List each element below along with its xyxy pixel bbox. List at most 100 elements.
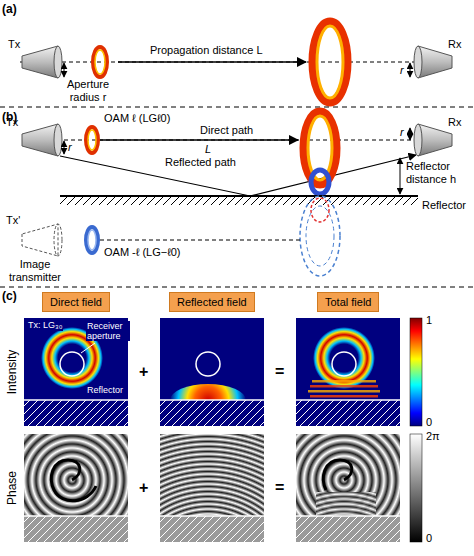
aperture-arrow xyxy=(64,141,65,154)
dimension-label: r xyxy=(68,141,72,154)
small-oam-ring xyxy=(93,47,107,77)
phase-reflected xyxy=(160,434,264,542)
row-label: Intensity xyxy=(6,350,19,395)
rx-horn xyxy=(414,46,452,78)
image-ring xyxy=(306,206,334,266)
small-oam-ring xyxy=(86,127,98,153)
image-tx-horn xyxy=(22,224,62,256)
reflector-surface xyxy=(60,197,418,205)
intensity-direct xyxy=(60,352,84,376)
tx-horn xyxy=(22,124,62,156)
panel-b xyxy=(22,112,452,276)
dimension-label: L xyxy=(205,143,211,156)
intensity-reflected xyxy=(160,399,264,401)
phase-total xyxy=(296,434,400,542)
phase-total xyxy=(296,515,400,517)
large-oam-ring xyxy=(317,26,343,98)
tx-horn xyxy=(22,46,58,78)
phase-total xyxy=(296,516,400,542)
intensity-total xyxy=(310,385,378,388)
phase-total xyxy=(316,492,376,516)
intensity-direct xyxy=(24,400,128,426)
distance-label: Propagation distance L xyxy=(150,44,263,57)
intensity-direct xyxy=(81,343,95,353)
phase-total xyxy=(296,516,400,542)
dimension-label: r xyxy=(400,126,404,139)
tx-horn xyxy=(22,46,62,78)
dimension-label: r xyxy=(400,64,404,77)
box-title: Total field xyxy=(325,296,371,308)
colorbar-tick: 0 xyxy=(426,532,432,545)
large-oam-ring xyxy=(304,112,336,184)
tx-label: Tx' xyxy=(6,214,20,227)
operator-sign: + xyxy=(139,362,148,381)
image-ring xyxy=(300,196,340,276)
intensity-reflected xyxy=(160,400,264,426)
image-ring xyxy=(311,198,329,222)
tx-horn xyxy=(54,46,62,78)
phase-reflected xyxy=(160,516,264,542)
distance-arrow xyxy=(400,158,401,194)
large-oam-ring xyxy=(313,22,347,102)
box-title: Reflected field xyxy=(177,296,247,308)
intensity-total xyxy=(296,400,400,426)
phase-reflected xyxy=(160,516,264,542)
tx-horn xyxy=(22,124,58,156)
panel-divider xyxy=(0,287,474,288)
path-label: Direct path xyxy=(200,124,253,137)
intensity-colorbar xyxy=(410,318,422,426)
intensity-total xyxy=(296,399,400,401)
rx-horn xyxy=(418,124,452,156)
intensity-direct xyxy=(24,399,128,401)
reflector-label: Reflector xyxy=(422,199,466,212)
phase-total xyxy=(296,434,400,542)
colorbar-tick: 1 xyxy=(426,314,432,327)
reflector-surface xyxy=(60,196,418,205)
intensity-total xyxy=(296,318,400,426)
image-axis xyxy=(100,240,300,241)
panel-divider xyxy=(0,107,474,108)
intensity-total xyxy=(296,318,400,426)
phase-direct xyxy=(24,515,128,517)
phase-direct xyxy=(24,516,128,542)
phase-reflected xyxy=(160,515,264,517)
propagation-arrow xyxy=(118,61,306,63)
rx-label: Rx xyxy=(448,116,461,129)
image-tx-label: Image transmitter xyxy=(4,258,66,284)
phase-reflected xyxy=(160,434,264,542)
operator-sign: + xyxy=(139,478,148,497)
dimension-label: Aperture radius r xyxy=(60,78,116,104)
image-oam-ring xyxy=(88,230,96,250)
row-label: Phase xyxy=(6,471,19,505)
phase-direct xyxy=(51,460,96,501)
small-oam-ring xyxy=(93,47,107,77)
rx-horn xyxy=(414,46,422,78)
aperture-arrow xyxy=(410,63,411,77)
small-oam-ring xyxy=(95,50,105,74)
operator-sign: = xyxy=(275,478,284,497)
aperture-arrow xyxy=(410,128,411,140)
rx-label: Rx xyxy=(448,38,461,51)
path-label: Reflected path xyxy=(165,156,236,169)
image-tx-horn xyxy=(22,224,58,256)
image-oam-ring xyxy=(86,227,98,253)
phase-colorbar xyxy=(410,434,422,542)
reflector-label: Reflector xyxy=(86,385,124,396)
distance-label: Reflector distance h xyxy=(406,160,472,186)
rx-horn xyxy=(414,124,422,156)
phase-direct xyxy=(24,516,128,542)
rx-horn xyxy=(418,46,452,78)
small-oam-ring xyxy=(86,127,98,153)
large-oam-ring xyxy=(313,22,347,102)
reflected-oam-ring xyxy=(311,170,329,194)
large-oam-ring xyxy=(304,112,336,184)
box-title: Direct field xyxy=(50,296,102,308)
reflected-path-line xyxy=(60,155,416,196)
mode-label: OAM ℓ (LGℓ0) xyxy=(104,112,170,125)
small-oam-ring xyxy=(88,130,96,150)
intensity-total xyxy=(312,380,376,383)
field-title-box: Reflected field xyxy=(169,292,255,312)
intensity-total xyxy=(310,395,378,398)
panel-letter: (a) xyxy=(2,2,17,16)
